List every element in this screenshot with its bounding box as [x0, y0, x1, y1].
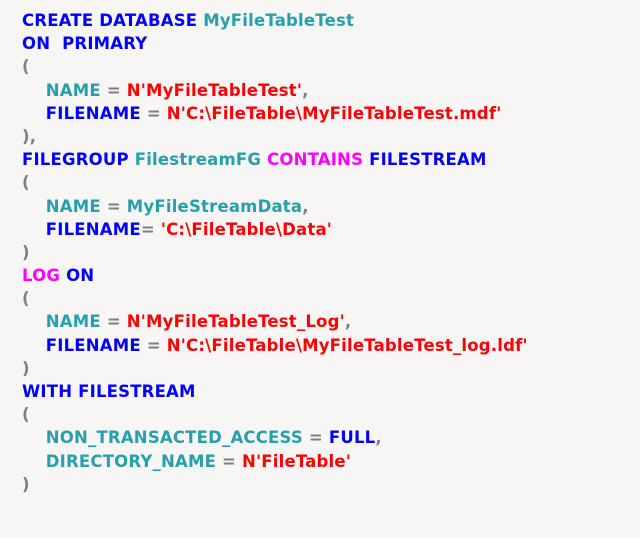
code-token-op: = — [140, 219, 155, 239]
code-token-op: , — [344, 312, 352, 332]
code-token-keyword: PRIMARY — [62, 34, 148, 54]
code-line: NAME = N'MyFileTableTest_Log', — [22, 310, 634, 333]
code-token-ident: FilestreamFG — [134, 150, 262, 170]
code-token-ws — [22, 220, 46, 239]
code-token-keyword: FILENAME — [45, 335, 141, 355]
code-line: FILEGROUP FilestreamFG CONTAINS FILESTRE… — [22, 148, 634, 171]
code-line: ) — [22, 241, 634, 264]
code-token-keyword: FILEGROUP — [22, 150, 129, 170]
code-token-ws — [22, 428, 46, 447]
code-token-ident: DIRECTORY_NAME — [45, 451, 217, 471]
code-line: ) — [22, 357, 634, 380]
code-token-str: N'MyFileTableTest_Log' — [126, 312, 345, 332]
code-token-str: N'MyFileTableTest' — [126, 80, 303, 100]
code-token-op: , — [302, 196, 309, 216]
code-token-op: = — [308, 428, 323, 448]
code-token-op: = — [146, 335, 161, 355]
code-token-ws — [22, 336, 46, 355]
code-token-op: ) — [22, 474, 30, 494]
code-token-keyword: ON — [66, 266, 95, 286]
code-line: NAME = N'MyFileTableTest', — [22, 79, 634, 102]
code-token-op: ( — [22, 289, 30, 309]
code-token-ident: NAME — [45, 312, 101, 332]
code-token-ws — [22, 81, 46, 100]
code-line: ( — [22, 171, 634, 194]
code-line: NAME = MyFileStreamData, — [22, 195, 634, 218]
code-line: FILENAME = N'C:\FileTable\MyFileTableTes… — [22, 334, 634, 357]
code-line: FILENAME = N'C:\FileTable\MyFileTableTes… — [22, 102, 634, 125]
code-token-op: ( — [22, 173, 30, 193]
code-token-ident: MyFileStreamData — [126, 196, 303, 216]
code-token-ident: NAME — [45, 196, 101, 216]
code-token-ws — [22, 452, 46, 471]
code-line: WITH FILESTREAM — [22, 380, 634, 403]
code-token-ident: MyFileTableTest — [203, 11, 355, 30]
code-token-keyword: FILENAME — [45, 103, 141, 123]
code-token-op: ( — [22, 57, 30, 77]
code-token-str: N'C:\FileTable\MyFileTableTest.mdf' — [166, 103, 502, 123]
code-line: ) — [22, 473, 634, 496]
code-line: ON PRIMARY — [22, 32, 634, 55]
code-token-ws — [22, 312, 46, 331]
code-token-str: N'C:\FileTable\MyFileTableTest_log.ldf' — [166, 335, 528, 355]
code-token-ws — [22, 104, 46, 123]
code-token-ws — [50, 34, 62, 53]
code-token-op: = — [146, 103, 161, 123]
code-token-keyword: FILENAME — [45, 219, 141, 239]
code-token-keyword: CREATE DATABASE — [22, 11, 198, 30]
code-line: FILENAME= 'C:\FileTable\Data' — [22, 218, 634, 241]
code-token-str: 'C:\FileTable\Data' — [160, 219, 333, 239]
code-token-ws — [22, 197, 46, 216]
code-token-op: ) — [22, 242, 30, 262]
code-token-op: , — [302, 80, 309, 100]
code-token-op: = — [106, 196, 121, 216]
code-line: CREATE DATABASE MyFileTableTest — [22, 9, 634, 32]
code-line: NON_TRANSACTED_ACCESS = FULL, — [22, 426, 634, 449]
code-token-op: = — [106, 80, 121, 100]
code-line: ( — [22, 287, 634, 310]
code-token-op: ), — [22, 126, 37, 146]
code-token-str: N'FileTable' — [242, 451, 352, 471]
code-line: LOG ON — [22, 264, 634, 287]
code-line: ( — [22, 55, 634, 78]
code-token-keyword: WITH FILESTREAM — [22, 382, 196, 401]
code-token-keyword: ON — [22, 34, 51, 54]
code-token-ident: NON_TRANSACTED_ACCESS — [45, 428, 303, 448]
code-token-op: ( — [22, 405, 30, 425]
code-token-sys: CONTAINS — [267, 150, 364, 170]
code-token-ident: NAME — [45, 80, 101, 100]
code-line: DIRECTORY_NAME = N'FileTable' — [22, 450, 634, 473]
code-line: ), — [22, 125, 634, 148]
code-token-keyword: FULL — [328, 428, 376, 448]
code-token-keyword: FILESTREAM — [369, 150, 487, 170]
code-token-sys: LOG — [22, 266, 61, 286]
code-token-op: = — [106, 312, 121, 332]
code-line: ( — [22, 403, 634, 426]
code-token-op: , — [375, 428, 382, 448]
code-token-op: ) — [22, 358, 30, 378]
code-token-op: = — [222, 451, 237, 471]
